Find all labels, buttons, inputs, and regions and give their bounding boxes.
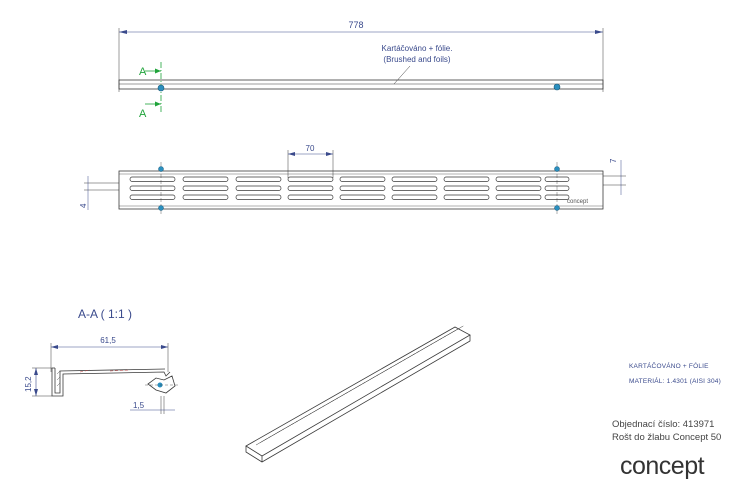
section-title: A-A ( 1:1 ) <box>78 307 132 321</box>
slot <box>544 176 570 182</box>
slot <box>129 185 176 191</box>
slot <box>182 176 229 182</box>
slot <box>391 194 438 200</box>
slot <box>443 176 490 182</box>
slot <box>495 176 542 182</box>
slot <box>495 194 542 200</box>
slot <box>339 176 386 182</box>
slot <box>391 176 438 182</box>
isometric-view <box>245 325 471 463</box>
slot <box>235 185 282 191</box>
slot <box>339 185 386 191</box>
left-dim-label: 4 <box>79 203 88 208</box>
section-view <box>32 343 178 414</box>
slot <box>391 185 438 191</box>
isometric-slot <box>452 325 464 333</box>
right-dim-label: 7 <box>609 158 618 163</box>
isometric-slots <box>255 325 464 446</box>
slot <box>182 185 229 191</box>
slot <box>287 176 334 182</box>
slot <box>287 194 334 200</box>
plan-view <box>84 150 626 215</box>
spec-finish: KARTÁČOVÁNO + FÓLIE <box>629 363 709 370</box>
slot <box>129 176 176 182</box>
finish-note-cz: Kartáčováno + fólie. <box>382 44 453 53</box>
section-thickness-label: 1,5 <box>133 401 145 410</box>
slot <box>544 185 570 191</box>
slot <box>495 185 542 191</box>
concept-logo: concept <box>620 452 705 480</box>
top-view <box>118 28 604 112</box>
slot <box>443 185 490 191</box>
finish-note-en: (Brushed and foils) <box>383 55 450 64</box>
brand-mark-on-grate: concept <box>567 199 588 205</box>
section-width-label: 61,5 <box>100 336 116 345</box>
slot <box>544 194 570 200</box>
spec-material: MATERIÁL: 1.4301 (AISI 304) <box>629 378 721 385</box>
slot <box>339 194 386 200</box>
slot <box>182 194 229 200</box>
slot <box>129 194 176 200</box>
overall-length-label: 778 <box>348 20 363 30</box>
section-marker-top: A <box>139 66 147 78</box>
section-marker-bottom: A <box>139 108 147 120</box>
slot <box>287 185 334 191</box>
slot <box>235 194 282 200</box>
order-number: Objednací číslo: 413971 <box>612 419 715 430</box>
slot <box>443 194 490 200</box>
slot-width-label: 70 <box>306 144 315 153</box>
slot-grid <box>129 176 570 200</box>
slot <box>235 176 282 182</box>
product-name: Rošt do žlabu Concept 50 <box>612 432 722 443</box>
section-height-label: 15,2 <box>24 376 33 392</box>
